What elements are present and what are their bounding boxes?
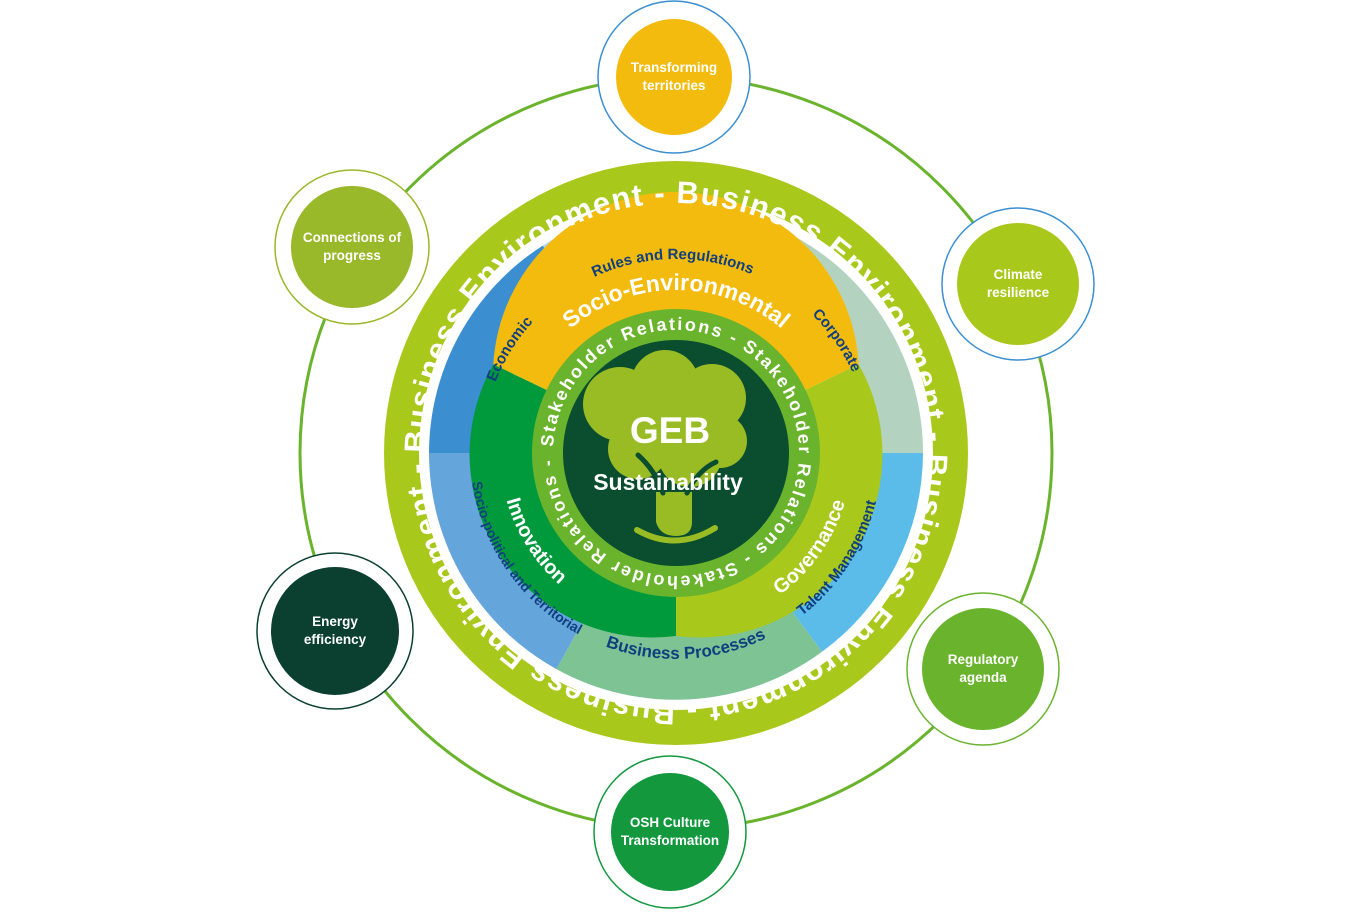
tree-icon — [583, 350, 747, 544]
center-title: GEB — [630, 410, 710, 451]
satellite-node — [291, 186, 413, 308]
satellite-node — [611, 773, 729, 891]
satellite-node — [957, 223, 1079, 345]
satellite-node — [616, 19, 732, 135]
satellites-layer — [256, 0, 1095, 909]
satellite-node — [271, 567, 399, 695]
satellite-node — [922, 608, 1044, 730]
center-subtitle: Sustainability — [593, 469, 743, 495]
